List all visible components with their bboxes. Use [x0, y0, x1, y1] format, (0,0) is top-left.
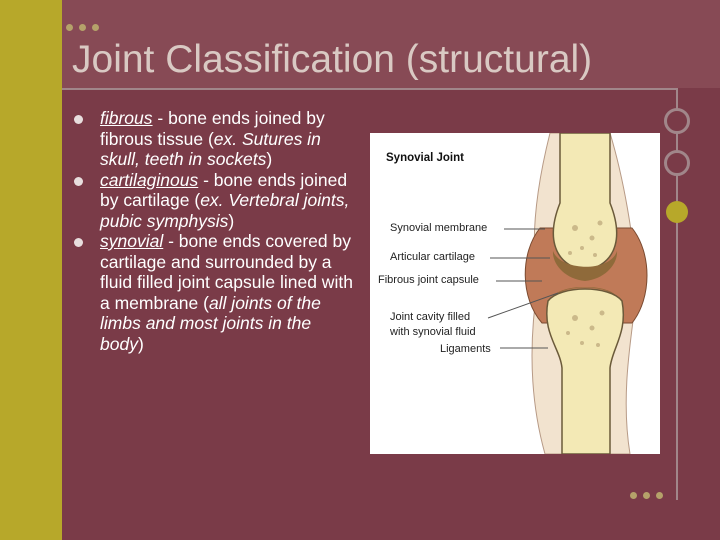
- bullet-icon: [74, 176, 83, 186]
- bullet-text-end: ): [228, 210, 235, 231]
- decorative-dots-bottom: [630, 492, 663, 499]
- bullet-text-end: ): [266, 149, 273, 169]
- decorative-ring: [664, 108, 690, 134]
- bullet-item-synovial: synovial - bone ends covered by cartilag…: [74, 231, 356, 354]
- bullet-list: fibrous - bone ends joined by fibrous ti…: [74, 108, 356, 354]
- bullet-text-end: ): [137, 333, 144, 354]
- bullet-item-cartilaginous: cartilaginous - bone ends joined by cart…: [74, 170, 356, 232]
- label-synovial-membrane: Synovial membrane: [390, 222, 488, 234]
- bullet-icon: [74, 115, 83, 124]
- bullet-term: cartilaginous: [100, 169, 199, 190]
- dot: [79, 24, 86, 31]
- bullet-text: - bone ends covered by cartilage and sur…: [100, 231, 353, 313]
- decorative-ring: [664, 150, 690, 176]
- label-joint-cavity-1: Joint cavity filled: [390, 311, 471, 323]
- label-articular-cartilage: Articular cartilage: [390, 251, 475, 263]
- bullet-term: synovial: [100, 231, 164, 251]
- bullet-example: ex. Sutures in skull, teeth in sockets: [100, 128, 321, 170]
- label-fibrous-capsule: Fibrous joint capsule: [378, 274, 479, 286]
- decorative-ring-filled: [666, 201, 688, 223]
- slide-title: Joint Classification (structural): [72, 38, 593, 81]
- dot: [92, 24, 99, 31]
- bullet-text: - bone ends joined by cartilage (: [100, 169, 348, 211]
- frame-line-vertical: [676, 88, 678, 500]
- figure-title: Synovial Joint: [386, 152, 464, 164]
- joint-illustration: [487, 133, 648, 454]
- synovial-joint-figure: Synovial Joint Synovial membrane Articul…: [370, 133, 660, 454]
- dot: [630, 492, 637, 499]
- dot: [643, 492, 650, 499]
- frame-line-horizontal: [62, 88, 676, 90]
- label-ligaments: Ligaments: [440, 343, 491, 355]
- decorative-dots-top: [66, 24, 99, 31]
- bullet-example: all joints of the limbs and most joints …: [100, 292, 321, 354]
- title-band: [62, 0, 720, 88]
- bullet-icon: [74, 238, 83, 247]
- accent-strip: [0, 0, 62, 540]
- label-joint-cavity-2: with synovial fluid: [390, 326, 476, 338]
- dot: [656, 492, 663, 499]
- bullet-item-fibrous: fibrous - bone ends joined by fibrous ti…: [74, 108, 356, 170]
- bullet-example: ex. Vertebral joints, pubic symphysis: [100, 190, 350, 231]
- bullet-text: - bone ends joined by fibrous tissue (: [100, 108, 325, 149]
- bullet-term: fibrous: [100, 108, 153, 128]
- dot: [66, 24, 73, 31]
